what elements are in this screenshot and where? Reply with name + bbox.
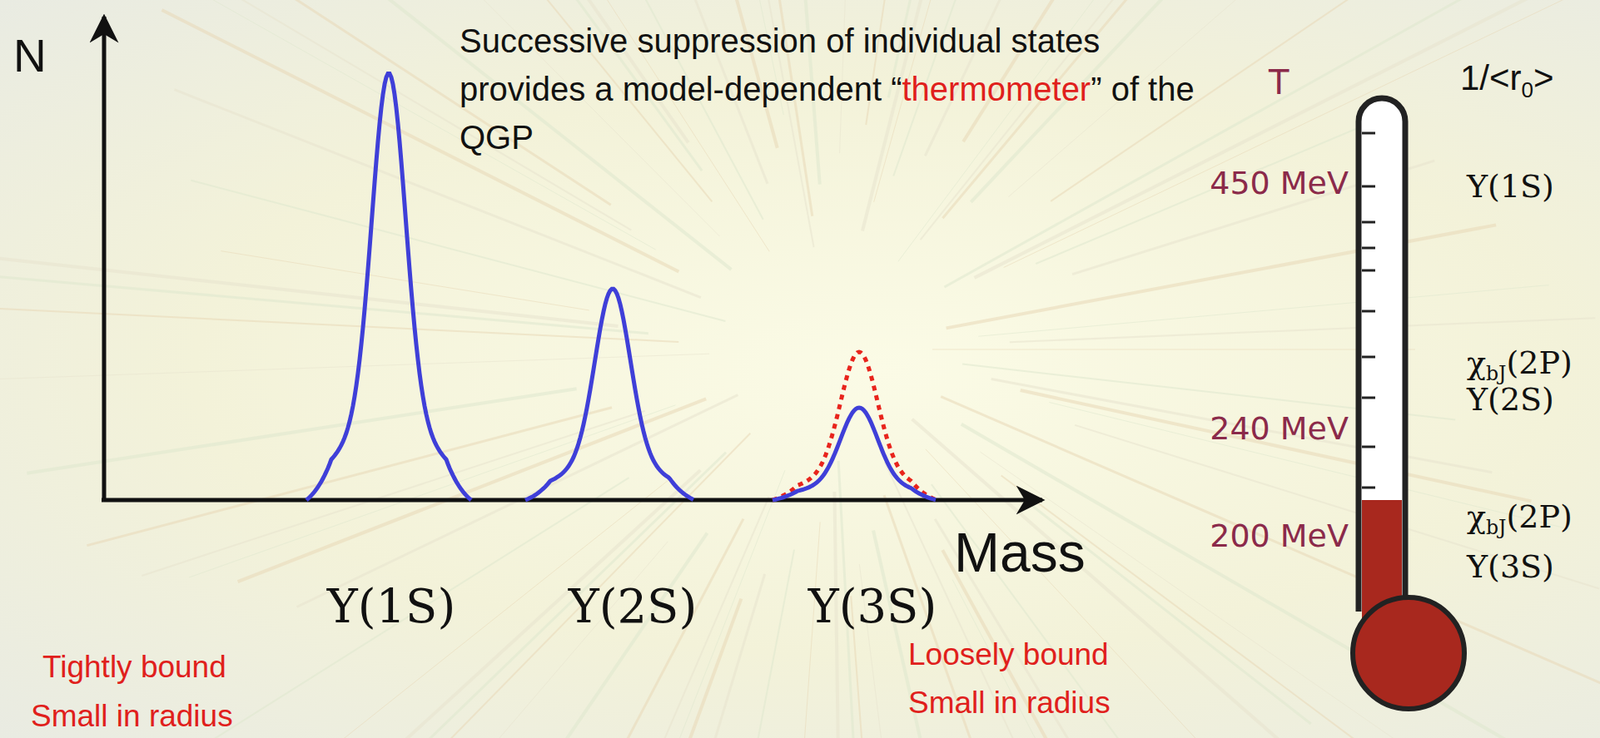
label: thermometer xyxy=(901,70,1091,108)
text-label: Υ(2S) xyxy=(1466,382,1555,419)
text-label: Υ(2S) xyxy=(568,580,698,634)
label: χ xyxy=(1466,498,1486,536)
thermometer xyxy=(1352,98,1465,710)
text-label: χbJ(2P) xyxy=(1466,499,1573,540)
label: Small in radius xyxy=(30,699,234,734)
text-label: Mass xyxy=(954,521,1086,586)
label: N xyxy=(13,29,47,82)
text-label: T xyxy=(1268,63,1289,102)
label: Υ(3S) xyxy=(808,579,938,634)
peak-1s xyxy=(306,74,472,502)
label: Υ(1S) xyxy=(1466,168,1555,205)
text-label: 240 MeV xyxy=(1209,411,1349,448)
text-label: Small in radius xyxy=(908,685,1111,722)
text-label: Υ(1S) xyxy=(1466,168,1555,206)
x-axis xyxy=(101,498,1043,503)
text-label: N xyxy=(13,29,47,83)
subscript: bJ xyxy=(1485,516,1507,540)
label: Υ(2S) xyxy=(1466,381,1555,418)
text-label: Small in radius xyxy=(30,699,234,736)
peak-2s xyxy=(525,288,694,501)
text-label: 1/<r0> xyxy=(1460,58,1555,104)
label: > xyxy=(1533,58,1555,98)
label: χ xyxy=(1466,344,1486,382)
subscript: 0 xyxy=(1521,77,1534,103)
text-label: Loosely bound xyxy=(908,637,1109,674)
label: Tightly bound xyxy=(42,650,227,685)
text-label: Υ(1S) xyxy=(327,580,457,634)
label: 200 MeV xyxy=(1209,517,1349,555)
peak-3s xyxy=(772,407,936,501)
text-label: Υ(3S) xyxy=(808,580,938,634)
label: (2P) xyxy=(1506,498,1573,536)
text-label: Tightly bound xyxy=(42,650,227,686)
label: Υ(1S) xyxy=(327,579,457,634)
label: Mass xyxy=(954,521,1086,584)
label: Loosely bound xyxy=(908,637,1109,672)
caption-text: Successive suppression of individual sta… xyxy=(459,16,1234,162)
text-label: 450 MeV xyxy=(1209,165,1349,203)
y-axis xyxy=(102,16,107,501)
text-label: χbJ(2P) xyxy=(1466,345,1573,386)
unsuppressed-peak xyxy=(772,352,936,501)
text-label: Υ(3S) xyxy=(1466,549,1555,587)
label: 1/<r xyxy=(1460,58,1522,98)
label: Small in radius xyxy=(908,685,1111,721)
label: (2P) xyxy=(1506,344,1573,382)
label: Υ(2S) xyxy=(568,579,698,634)
text-label: 200 MeV xyxy=(1209,518,1349,556)
label: Υ(3S) xyxy=(1466,548,1555,586)
label: T xyxy=(1268,63,1289,102)
label: 240 MeV xyxy=(1209,410,1349,448)
label: 450 MeV xyxy=(1209,164,1349,202)
